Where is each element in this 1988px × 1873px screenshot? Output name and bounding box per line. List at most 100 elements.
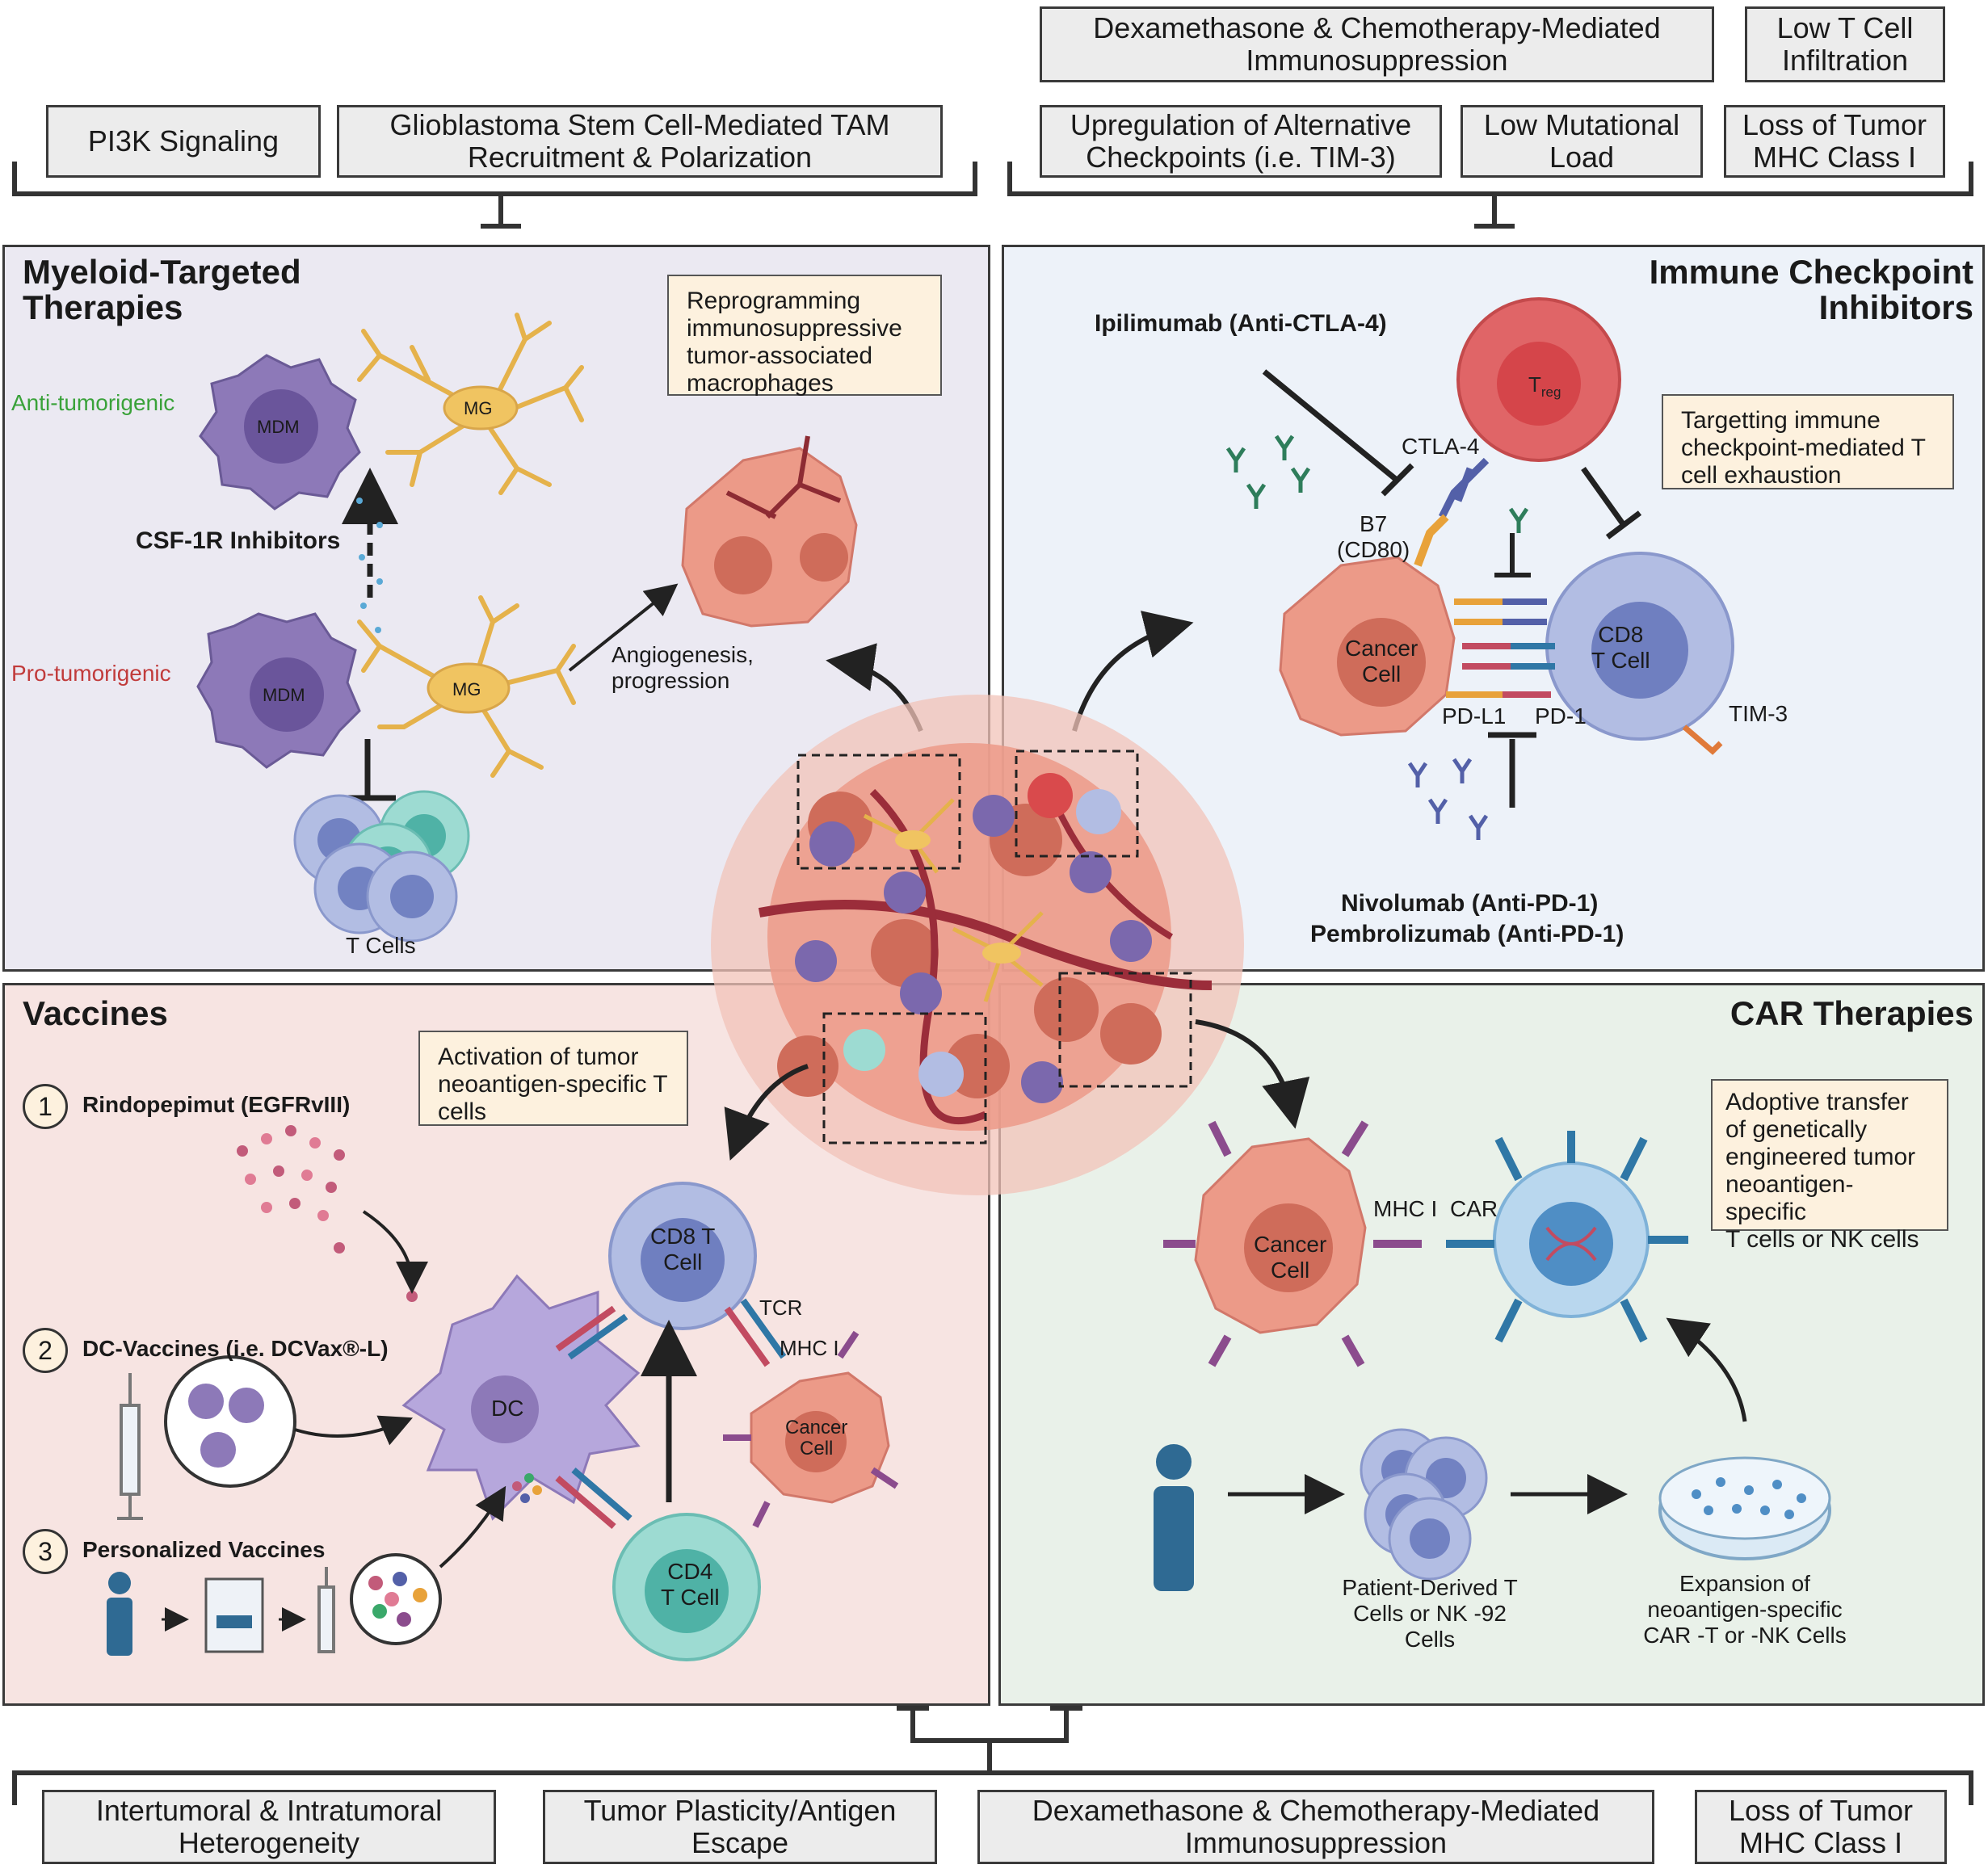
mg-anti-body xyxy=(443,385,519,430)
checkpoint-cd8-cell xyxy=(1545,552,1734,741)
synapse-receptors xyxy=(1446,598,1555,698)
note-checkpoint: Targetting immune checkpoint-mediated T … xyxy=(1662,394,1954,489)
label-mg-pro: MG xyxy=(452,679,481,699)
barrier-gsc-tam: Glioblastoma Stem Cell-Mediated TAM Recr… xyxy=(337,105,943,178)
peptide-arrow xyxy=(362,1210,428,1294)
step-1-badge: 1 xyxy=(23,1084,68,1129)
mdm-pro-cell xyxy=(196,612,361,769)
tim3-receptor xyxy=(1682,724,1723,755)
label-vaccine-cd4: CD4 T Cell xyxy=(661,1559,720,1610)
label-pro-tumorigenic: Pro-tumorigenic xyxy=(11,661,171,686)
mg-pro-cell xyxy=(357,595,576,778)
car-mhc-receptors xyxy=(1163,1120,1422,1367)
label-tim3: TIM-3 xyxy=(1729,701,1788,726)
label-treg: Treg xyxy=(1528,372,1561,405)
barrier-dexamethasone-bottom: Dexamethasone & Chemotherapy-Mediated Im… xyxy=(977,1790,1654,1864)
dc-vaccine-circle xyxy=(164,1355,296,1488)
vaccine-cd4-cell xyxy=(612,1513,761,1661)
barrier-low-mutational: Low Mutational Load xyxy=(1461,105,1703,178)
person-icon-vaccine xyxy=(107,1572,132,1656)
label-pdl1: PD-L1 xyxy=(1442,703,1507,729)
barrier-mhc-loss-top: Loss of Tumor MHC Class I xyxy=(1724,105,1945,178)
personalized-arrow xyxy=(439,1485,506,1569)
dc-cd8-synapse xyxy=(555,1305,628,1360)
label-ctla4: CTLA-4 xyxy=(1402,434,1480,459)
step-2-label: DC-Vaccines (i.e. DCVax®-L) xyxy=(82,1336,389,1361)
treg-sub: reg xyxy=(1540,384,1561,401)
label-car-cancer: Cancer Cell xyxy=(1254,1232,1327,1283)
treg-main: T xyxy=(1528,372,1541,397)
step-3-label: Personalized Vaccines xyxy=(82,1537,326,1562)
car-receptors xyxy=(1446,1131,1688,1343)
vaccine-arrow xyxy=(724,1064,809,1161)
patient-cells xyxy=(1360,1428,1488,1581)
cd8-cancer-synapse xyxy=(723,1298,899,1528)
barrier-alt-checkpoints: Upregulation of Alternative Checkpoints … xyxy=(1040,105,1442,178)
b7-receptor xyxy=(1414,514,1449,567)
barrier-mhc-loss-bottom: Loss of Tumor MHC Class I xyxy=(1695,1790,1947,1864)
peptide-dots xyxy=(237,1125,418,1302)
tcell-cluster xyxy=(293,790,470,943)
antibody-glyphs-green xyxy=(1225,435,1529,533)
label-anti-tumorigenic: Anti-tumorigenic xyxy=(11,390,175,415)
ipilimumab-line xyxy=(1262,369,1414,497)
label-tcr: TCR xyxy=(759,1296,803,1320)
step-2-badge: 2 xyxy=(23,1328,68,1373)
barrier-dexamethasone-top: Dexamethasone & Chemotherapy-Mediated Im… xyxy=(1040,6,1714,82)
dc-vaccine-arrow xyxy=(294,1415,414,1446)
step-3-badge: 3 xyxy=(23,1529,68,1574)
central-tumor xyxy=(711,695,1244,1195)
label-mdm-pro: MDM xyxy=(263,685,305,705)
dish-to-car-arrow xyxy=(1666,1317,1747,1422)
personalized-syringe xyxy=(317,1567,335,1653)
dc-vaccine-syringe xyxy=(117,1373,143,1520)
note-myeloid: Reprogramming immunosuppressive tumor-as… xyxy=(667,275,942,397)
checkpoint-arrow xyxy=(1072,611,1194,732)
inhibitor-dots xyxy=(356,498,383,633)
label-vaccine-cd8: CD8 T Cell xyxy=(650,1224,716,1275)
label-ipilimumab: Ipilimumab (Anti-CTLA-4) xyxy=(1095,310,1387,337)
label-expansion: Expansion of neoantigen-specific CAR -T … xyxy=(1643,1571,1847,1648)
label-car-mhc: MHC I xyxy=(1373,1196,1438,1221)
label-mhc: MHC I xyxy=(780,1336,839,1360)
label-nivolumab: Nivolumab (Anti-PD-1) xyxy=(1341,890,1599,917)
title-vaccines: Vaccines xyxy=(23,994,168,1032)
top-brackets xyxy=(12,162,1973,229)
pd1-inhibition xyxy=(1488,732,1536,808)
petri-dish xyxy=(1658,1456,1831,1560)
note-vaccines: Activation of tumor neoantigen-specific … xyxy=(418,1031,688,1126)
label-checkpoint-cancer: Cancer Cell xyxy=(1345,636,1418,687)
tcell-inhibition xyxy=(339,739,396,801)
label-vaccine-cancer: Cancer Cell xyxy=(785,1417,848,1459)
mdm-anti-cell xyxy=(199,354,361,510)
vaccine-cd8-cell xyxy=(608,1182,757,1330)
label-angiogenesis: Angiogenesis, progression xyxy=(612,642,754,693)
label-checkpoint-cd8: CD8 T Cell xyxy=(1591,622,1650,673)
treg-inhibition xyxy=(1581,466,1642,540)
ctla4-receptor xyxy=(1438,457,1490,519)
label-pd1: PD-1 xyxy=(1535,703,1587,729)
note-car: Adoptive transfer of genetically enginee… xyxy=(1711,1079,1948,1253)
antibody-glyphs-purple xyxy=(1407,758,1489,840)
tumor-myeloid xyxy=(681,435,858,628)
title-checkpoint: Immune Checkpoint Inhibitors xyxy=(1649,253,1973,326)
step-1-label: Rindopepimut (EGFRvIII) xyxy=(82,1092,351,1117)
label-dc: DC xyxy=(491,1396,524,1421)
barrier-low-tcell: Low T Cell Infiltration xyxy=(1745,6,1945,82)
dc-cd4-synapse xyxy=(555,1467,633,1530)
mg-anti-cell xyxy=(357,313,584,495)
label-patient-cells: Patient-Derived T Cells or NK -92 Cells xyxy=(1342,1575,1518,1652)
barrier-plasticity: Tumor Plasticity/Antigen Escape xyxy=(543,1790,937,1864)
label-mdm-anti: MDM xyxy=(257,417,300,437)
mid-inhibition xyxy=(1494,533,1531,577)
mg-pro-body xyxy=(427,662,511,714)
tumor-zoom-boxes xyxy=(796,750,1192,1144)
car-tcell xyxy=(1493,1161,1650,1318)
bottom-brackets xyxy=(12,1706,1973,1805)
checkpoint-cancer-cell xyxy=(1279,556,1456,737)
angio-arrow xyxy=(568,583,679,672)
vaccine-cancer-cell xyxy=(750,1371,890,1504)
label-pembrolizumab: Pembrolizumab (Anti-PD-1) xyxy=(1310,921,1624,947)
car-cancer-cell xyxy=(1194,1137,1367,1334)
